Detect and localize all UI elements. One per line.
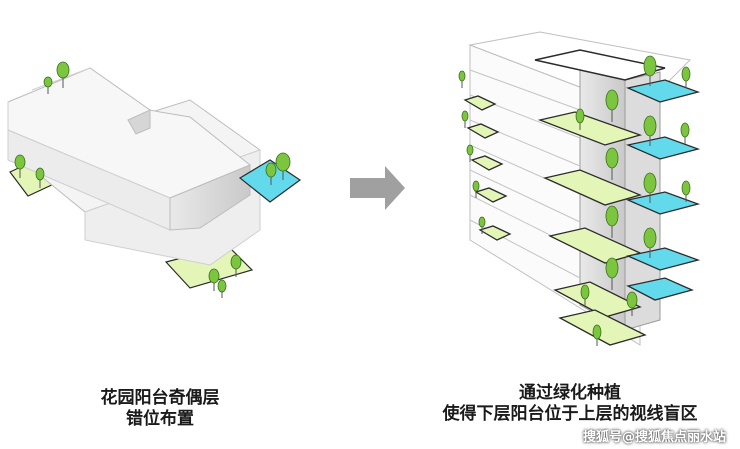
tree-icon [605, 89, 619, 122]
tree-icon [230, 254, 242, 277]
right-caption-line1: 通过绿化种植 [519, 383, 621, 403]
right-roof-slab [534, 49, 666, 81]
tree-icon [605, 257, 619, 290]
tree-icon [56, 61, 70, 88]
right-caption-line2: 使得下层阳台位于上层的视线盲区 [442, 404, 698, 424]
tree-icon [478, 216, 486, 234]
tree-icon [466, 144, 474, 162]
water-balcony-5 [626, 277, 694, 301]
left-terrace-1 [463, 95, 497, 111]
tree-icon [580, 284, 590, 306]
tree-icon [14, 154, 26, 178]
right-terraces [463, 95, 647, 346]
left-building-diagram [7, 67, 302, 289]
tree-icon [681, 66, 691, 88]
tree-icon [43, 76, 53, 94]
left-trees [14, 61, 291, 298]
left-terrace-4 [474, 187, 508, 203]
watermark-text: 搜狐号@搜狐焦点丽水站 [582, 430, 726, 445]
tree-icon [592, 324, 602, 346]
tree-icon [275, 152, 291, 180]
tree-icon [458, 70, 466, 88]
water-balcony-2 [625, 136, 701, 160]
tree-icon [605, 205, 619, 238]
tree-icon [208, 268, 220, 291]
right-arrow-icon [350, 166, 405, 210]
tree-icon [681, 180, 691, 202]
terrace-floor-4 [553, 281, 642, 318]
tree-icon [472, 180, 480, 198]
tree-icon [575, 108, 585, 130]
tree-icon [605, 147, 619, 180]
water-balcony-1 [625, 79, 701, 103]
right-trees [458, 55, 691, 346]
tree-icon [680, 122, 690, 144]
tree-icon [643, 227, 657, 258]
left-terrace-2 [466, 123, 500, 139]
water-balcony-4 [625, 247, 701, 271]
right-water-balconies [625, 79, 701, 301]
terrace-floor-2 [542, 169, 642, 206]
left-caption-line1: 花园阳台奇偶层 [100, 388, 220, 408]
tree-icon [461, 110, 469, 128]
tree-icon [643, 55, 657, 86]
left-caption-line2: 错位布置 [126, 409, 194, 429]
left-upper-block-front-face [169, 164, 251, 231]
tree-icon [626, 291, 638, 316]
left-terrace-3 [470, 155, 504, 171]
left-upper-block-notch [127, 109, 151, 135]
water-balcony-3 [625, 191, 701, 215]
tree-icon [643, 115, 657, 146]
right-caption: 通过绿化种植 使得下层阳台位于上层的视线盲区 [420, 383, 720, 425]
left-terrace-5 [478, 225, 512, 241]
tree-icon [217, 279, 227, 298]
tree-icon [265, 162, 277, 185]
left-caption: 花园阳台奇偶层 错位布置 [60, 388, 260, 430]
terrace-floor-1 [537, 111, 643, 146]
tree-icon [35, 167, 45, 188]
tree-icon [643, 172, 657, 203]
